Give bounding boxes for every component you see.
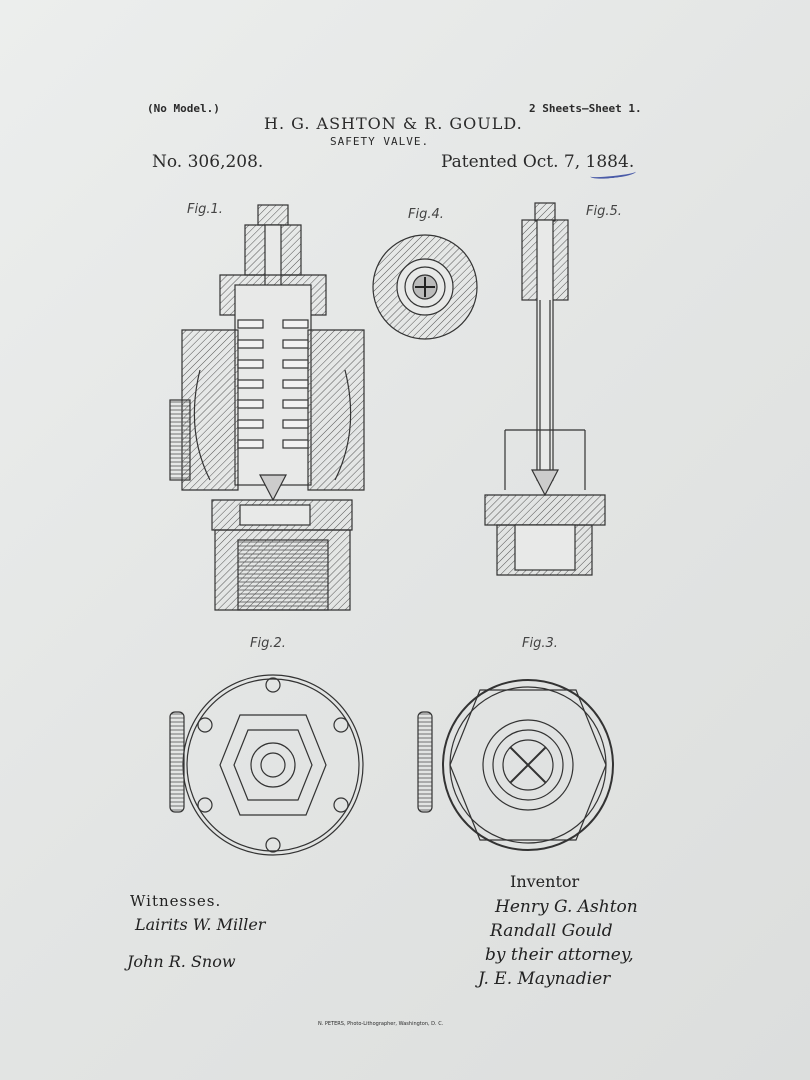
inventor-signature-2: Randall Gould xyxy=(490,921,613,941)
fig2-drawing xyxy=(169,674,364,856)
witnesses-label: Witnesses. xyxy=(130,892,222,910)
subject-title: SAFETY VALVE. xyxy=(330,135,430,148)
fig5-label: Fig.5. xyxy=(586,204,622,219)
attorney-line: by their attorney, xyxy=(485,945,634,965)
attorney-signature: J. E. Maynadier xyxy=(478,969,611,989)
sheet-count: 2 Sheets—Sheet 1. xyxy=(529,102,642,115)
witness-signature-2: John R. Snow xyxy=(127,952,236,971)
patent-date: Patented Oct. 7, 1884. xyxy=(441,152,635,172)
no-model-label: (No Model.) xyxy=(147,102,220,115)
fig5-drawing xyxy=(484,202,606,576)
inventor-signature-1: Henry G. Ashton xyxy=(495,897,638,917)
patent-number: No. 306,208. xyxy=(152,152,264,172)
fig1-drawing xyxy=(169,204,365,611)
fig4-label: Fig.4. xyxy=(408,207,444,222)
inventors-title: H. G. ASHTON & R. GOULD. xyxy=(264,114,523,133)
printer-credit: N. PETERS, Photo-Lithographer, Washingto… xyxy=(318,1021,444,1027)
witness-signature-1: Lairits W. Miller xyxy=(135,915,266,934)
fig1-label: Fig.1. xyxy=(187,202,223,217)
fig3-drawing xyxy=(417,679,614,851)
fig4-drawing xyxy=(372,234,478,340)
inventor-label: Inventor xyxy=(510,872,580,891)
fig3-label: Fig.3. xyxy=(522,636,558,651)
fig2-label: Fig.2. xyxy=(250,636,286,651)
